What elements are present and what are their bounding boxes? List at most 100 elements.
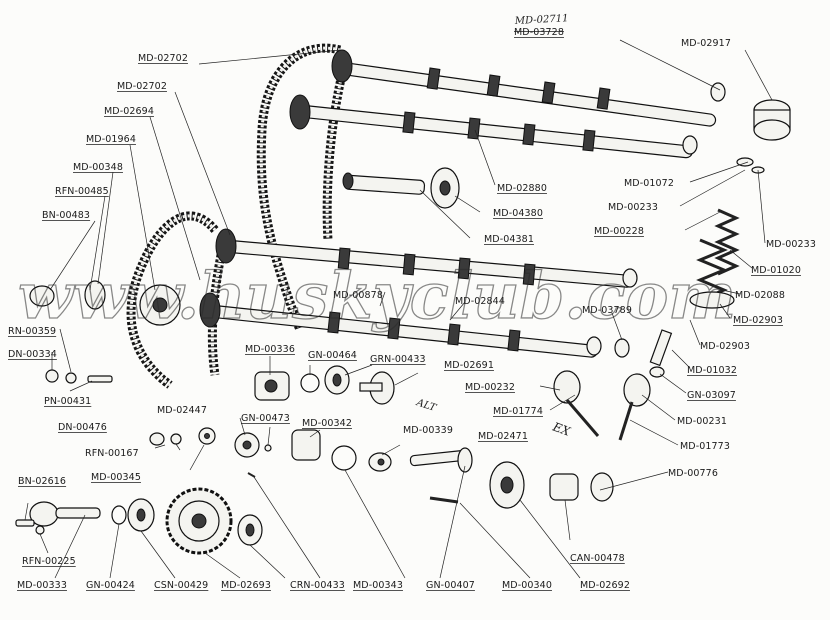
cam-plug bbox=[614, 338, 630, 358]
pin-small bbox=[247, 472, 256, 478]
part-label-md01032: MD-01032 bbox=[687, 365, 737, 376]
part-label-can00478: CAN-00478 bbox=[570, 553, 625, 564]
cover-md00342 bbox=[291, 429, 321, 461]
lower-timing-chain bbox=[126, 211, 227, 389]
bolt-bn02616 bbox=[15, 519, 35, 527]
part-label-md00345: MD-00345 bbox=[91, 472, 141, 483]
nut-dn00476 bbox=[149, 432, 165, 446]
pin-gn00473 bbox=[264, 444, 272, 452]
part-label-pn00431: PN-00431 bbox=[44, 396, 91, 407]
bearing-csn00429 bbox=[127, 498, 155, 532]
part-label-gn00424: GN-00424 bbox=[86, 580, 135, 591]
handwritten-correction: MD-02711 bbox=[514, 13, 569, 27]
part-label-md04380: MD-04380 bbox=[493, 208, 543, 219]
part-label-md02917: MD-02917 bbox=[681, 38, 731, 49]
plug-md00776 bbox=[590, 472, 614, 502]
valve-springs bbox=[689, 157, 765, 309]
intake-valve bbox=[618, 373, 651, 441]
leader-lines bbox=[24, 39, 773, 579]
part-label-bn02616: BN-02616 bbox=[18, 476, 66, 487]
part-label-md02693: MD-02693 bbox=[221, 580, 271, 591]
part-label-md02903a: MD-02903 bbox=[733, 315, 783, 326]
tappet-bucket bbox=[753, 99, 791, 141]
part-label-rfn00225: RFN-00225 bbox=[22, 556, 76, 567]
part-label-md00776: MD-00776 bbox=[668, 468, 718, 479]
washer-md00345 bbox=[198, 427, 216, 445]
part-label-md00339: MD-00339 bbox=[403, 425, 453, 436]
nut-dn00334 bbox=[45, 369, 59, 383]
pin-gn00407 bbox=[429, 496, 459, 504]
needle-bearing bbox=[549, 473, 579, 501]
water-pump-cover bbox=[254, 371, 290, 401]
part-label-md00340: MD-00340 bbox=[502, 580, 552, 591]
handwritten-alt: ALT bbox=[414, 397, 438, 414]
gear-md02693 bbox=[165, 487, 233, 555]
o-ring-gn00424 bbox=[111, 505, 127, 525]
bearing-grn00433 bbox=[324, 365, 350, 395]
upper-rear-camshaft bbox=[331, 49, 726, 127]
intermediate-sprocket bbox=[430, 167, 460, 209]
part-label-md02692: MD-02692 bbox=[580, 580, 630, 591]
part-label-md00342: MD-00342 bbox=[302, 418, 352, 429]
intermediate-shaft bbox=[342, 172, 426, 195]
part-label-md02691: MD-02691 bbox=[444, 360, 494, 371]
part-label-md01773: MD-01773 bbox=[680, 441, 730, 452]
part-label-rn00359: RN-00359 bbox=[8, 326, 56, 337]
sprocket-md02447 bbox=[234, 432, 260, 458]
part-label-gn00407: GN-00407 bbox=[426, 580, 475, 591]
part-label-md00233b: MD-00233 bbox=[766, 239, 816, 250]
part-label-md02694: MD-02694 bbox=[104, 106, 154, 117]
part-label-md00232: MD-00232 bbox=[465, 382, 515, 393]
part-label-dn00334: DN-00334 bbox=[8, 349, 57, 360]
part-label-md00333: MD-00333 bbox=[17, 580, 67, 591]
exhaust-valve bbox=[553, 370, 600, 437]
part-label-md00878: MD-00878 bbox=[333, 290, 383, 301]
part-label-md01964: MD-01964 bbox=[86, 134, 136, 145]
part-label-md03789: MD-03789 bbox=[582, 305, 632, 316]
part-label-csn00429: CSN-00429 bbox=[154, 580, 208, 591]
upper-timing-chain bbox=[256, 43, 350, 332]
part-label-md04381: MD-04381 bbox=[484, 234, 534, 245]
washer-rfn00167 bbox=[170, 433, 182, 445]
upper-front-camshaft bbox=[289, 94, 698, 159]
part-label-md02702a: MD-02702 bbox=[138, 53, 188, 64]
part-label-md01072: MD-01072 bbox=[624, 178, 674, 189]
part-label-md00343: MD-00343 bbox=[353, 580, 403, 591]
valve-guide bbox=[649, 329, 673, 367]
part-label-md01774: MD-01774 bbox=[493, 406, 543, 417]
part-label-md00228: MD-00228 bbox=[594, 226, 644, 237]
sprocket-md02692 bbox=[489, 461, 525, 509]
part-label-md02903b: MD-02903 bbox=[700, 341, 750, 352]
part-label-md02447: MD-02447 bbox=[157, 405, 207, 416]
watermark: www.huskyclub.com bbox=[18, 259, 736, 334]
o-ring-gn00464 bbox=[300, 373, 320, 393]
part-label-md00231: MD-00231 bbox=[677, 416, 727, 427]
part-label-gn03097: GN-03097 bbox=[687, 390, 736, 401]
part-label-rfn00167: RFN-00167 bbox=[85, 448, 139, 459]
shaft-md02471 bbox=[409, 447, 473, 473]
part-label-bn00483: BN-00483 bbox=[42, 210, 90, 221]
part-label-crn00433: CRN-00433 bbox=[290, 580, 345, 591]
part-label-md00233a: MD-00233 bbox=[608, 202, 658, 213]
lower-rear-camshaft bbox=[215, 228, 638, 288]
part-label-gn00464: GN-00464 bbox=[308, 350, 357, 361]
part-label-rfn00485: RFN-00485 bbox=[55, 186, 109, 197]
washer-md00339 bbox=[368, 452, 392, 472]
o-ring-md00343 bbox=[331, 445, 357, 471]
bracket-md00333 bbox=[29, 501, 101, 527]
part-label-md00348: MD-00348 bbox=[73, 162, 123, 173]
stud-pn00431 bbox=[87, 375, 113, 383]
part-label-dn00476: DN-00476 bbox=[58, 422, 107, 433]
cam-sprocket-left bbox=[139, 284, 181, 326]
part-label-gn00473: GN-00473 bbox=[241, 413, 290, 424]
bearing-crn00433 bbox=[237, 514, 263, 546]
part-label-md01020: MD-01020 bbox=[751, 265, 801, 276]
part-label-md02702b: MD-02702 bbox=[117, 81, 167, 92]
part-labels: MD-03728MD-02702MD-02702MD-02694MD-01964… bbox=[8, 27, 816, 591]
part-label-md02471: MD-02471 bbox=[478, 431, 528, 442]
part-label-md02844: MD-02844 bbox=[455, 296, 505, 307]
part-label-md02088: MD-02088 bbox=[735, 290, 785, 301]
part-label-md00336: MD-00336 bbox=[245, 344, 295, 355]
